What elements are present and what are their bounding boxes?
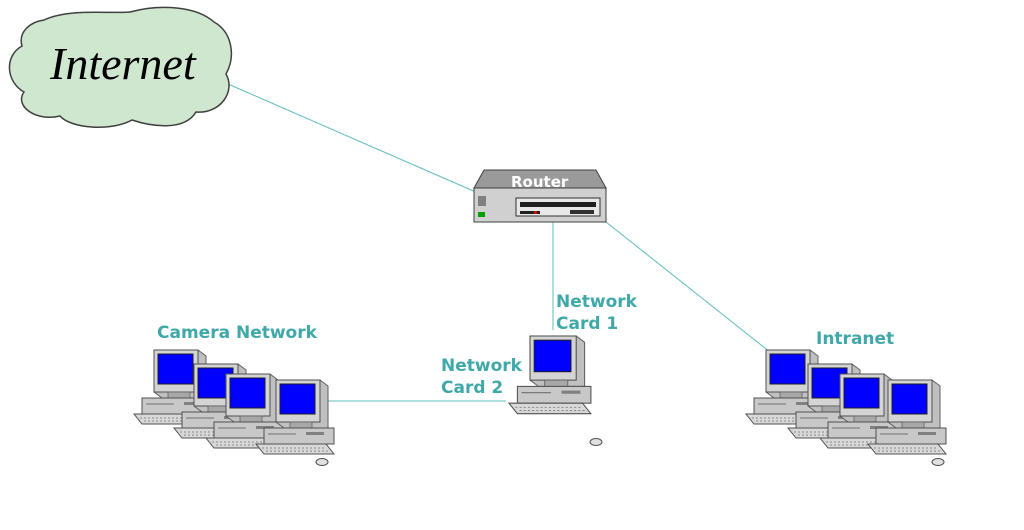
internet-label: Internet: [50, 38, 196, 89]
network-card-1-line-2: Card 1: [556, 314, 619, 334]
link-internet-router: [227, 83, 479, 194]
intranet-label: Intranet: [816, 329, 895, 349]
cloud-icon: [8, 6, 233, 128]
link-router-intranet: [605, 221, 771, 353]
network-card-2-line-2: Card 2: [441, 378, 504, 398]
network-card-1-label: Network Card 1: [556, 291, 637, 335]
intranet-cluster-icon: [745, 349, 947, 466]
router-label: Router: [511, 173, 569, 191]
mouse-icon: [589, 438, 603, 446]
camera-network-cluster-icon: [133, 349, 335, 466]
network-card-2-label: Network Card 2: [441, 355, 522, 399]
router-icon: [473, 169, 607, 223]
network-card-2-line-1: Network: [441, 356, 522, 376]
camera-network-label: Camera Network: [157, 323, 317, 343]
network-card-1-line-1: Network: [556, 292, 637, 312]
